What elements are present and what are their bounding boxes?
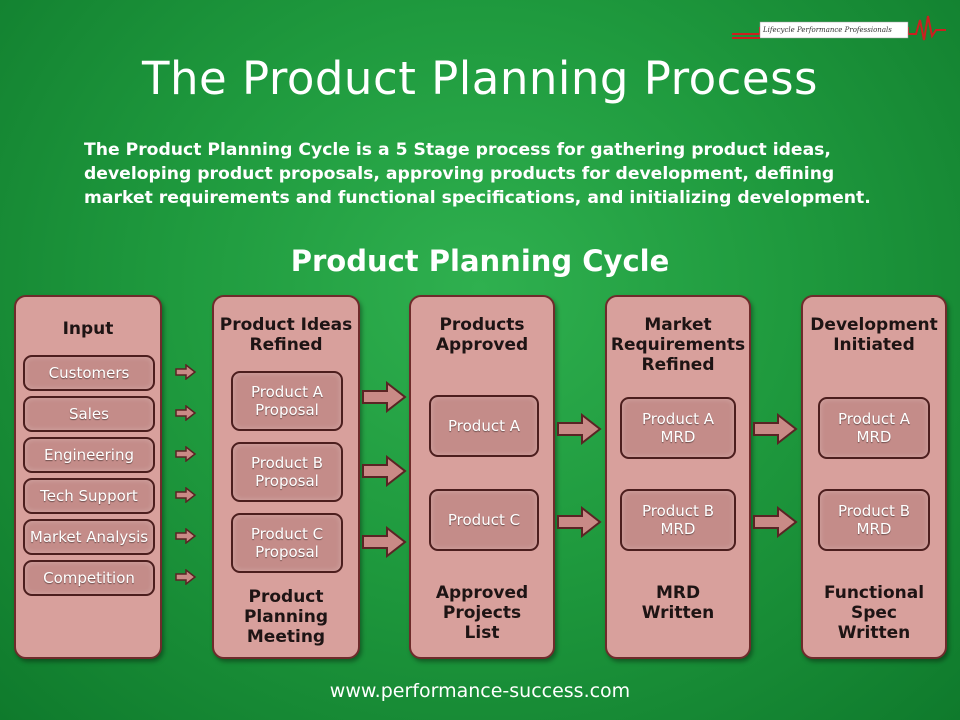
- approved-product-a: Product A: [429, 395, 539, 457]
- input-tech-support: Tech Support: [23, 478, 155, 514]
- arrow-icon: [175, 569, 197, 585]
- stage-input: Input Customers Sales Engineering Tech S…: [14, 295, 162, 659]
- intro-line: The Product Planning Cycle is a 5 Stage …: [84, 140, 831, 160]
- input-market-analysis: Market Analysis: [23, 519, 155, 555]
- arrow-icon: [175, 405, 197, 421]
- heartbeat-logo-icon: [732, 15, 946, 41]
- stage-title: Development Initiated: [810, 315, 938, 355]
- diagram-title: Product Planning Cycle: [290, 244, 670, 278]
- stage-products-approved: Products Approved Product A Product C Ap…: [409, 295, 555, 659]
- approved-product-c: Product C: [429, 489, 539, 551]
- arrow-icon: [175, 528, 197, 544]
- input-customers: Customers: [23, 355, 155, 391]
- stage-footer: Product Planning Meeting: [243, 587, 329, 647]
- intro-line: market requirements and functional speci…: [84, 188, 871, 208]
- logo-text: Lifecycle Performance Professionals: [763, 26, 892, 34]
- arrow-icon: [753, 506, 798, 538]
- stage-title: Market Requirements Refined: [610, 315, 746, 375]
- arrow-icon: [362, 381, 407, 413]
- stage-title: Product Ideas Refined: [219, 315, 353, 355]
- stage-footer: MRD Written: [641, 583, 715, 623]
- stage-footer: Approved Projects List: [435, 583, 529, 643]
- arrow-icon: [175, 446, 197, 462]
- arrow-icon: [362, 526, 407, 558]
- intro-line: developing product proposals, approving …: [84, 164, 835, 184]
- arrow-icon: [175, 364, 197, 380]
- input-competition: Competition: [23, 560, 155, 596]
- stage-footer: Functional Spec Written: [823, 583, 925, 643]
- stage-title: Input: [62, 319, 114, 339]
- arrow-icon: [175, 487, 197, 503]
- arrow-icon: [557, 506, 602, 538]
- intro-paragraph: The Product Planning Cycle is a 5 Stage …: [84, 138, 904, 210]
- arrow-icon: [362, 455, 407, 487]
- input-engineering: Engineering: [23, 437, 155, 473]
- input-sales: Sales: [23, 396, 155, 432]
- arrow-icon: [753, 413, 798, 445]
- footer-url: www.performance-success.com: [329, 680, 631, 702]
- page-title: The Product Planning Process: [141, 52, 818, 105]
- stage-title: Products Approved: [435, 315, 529, 355]
- arrow-icon: [557, 413, 602, 445]
